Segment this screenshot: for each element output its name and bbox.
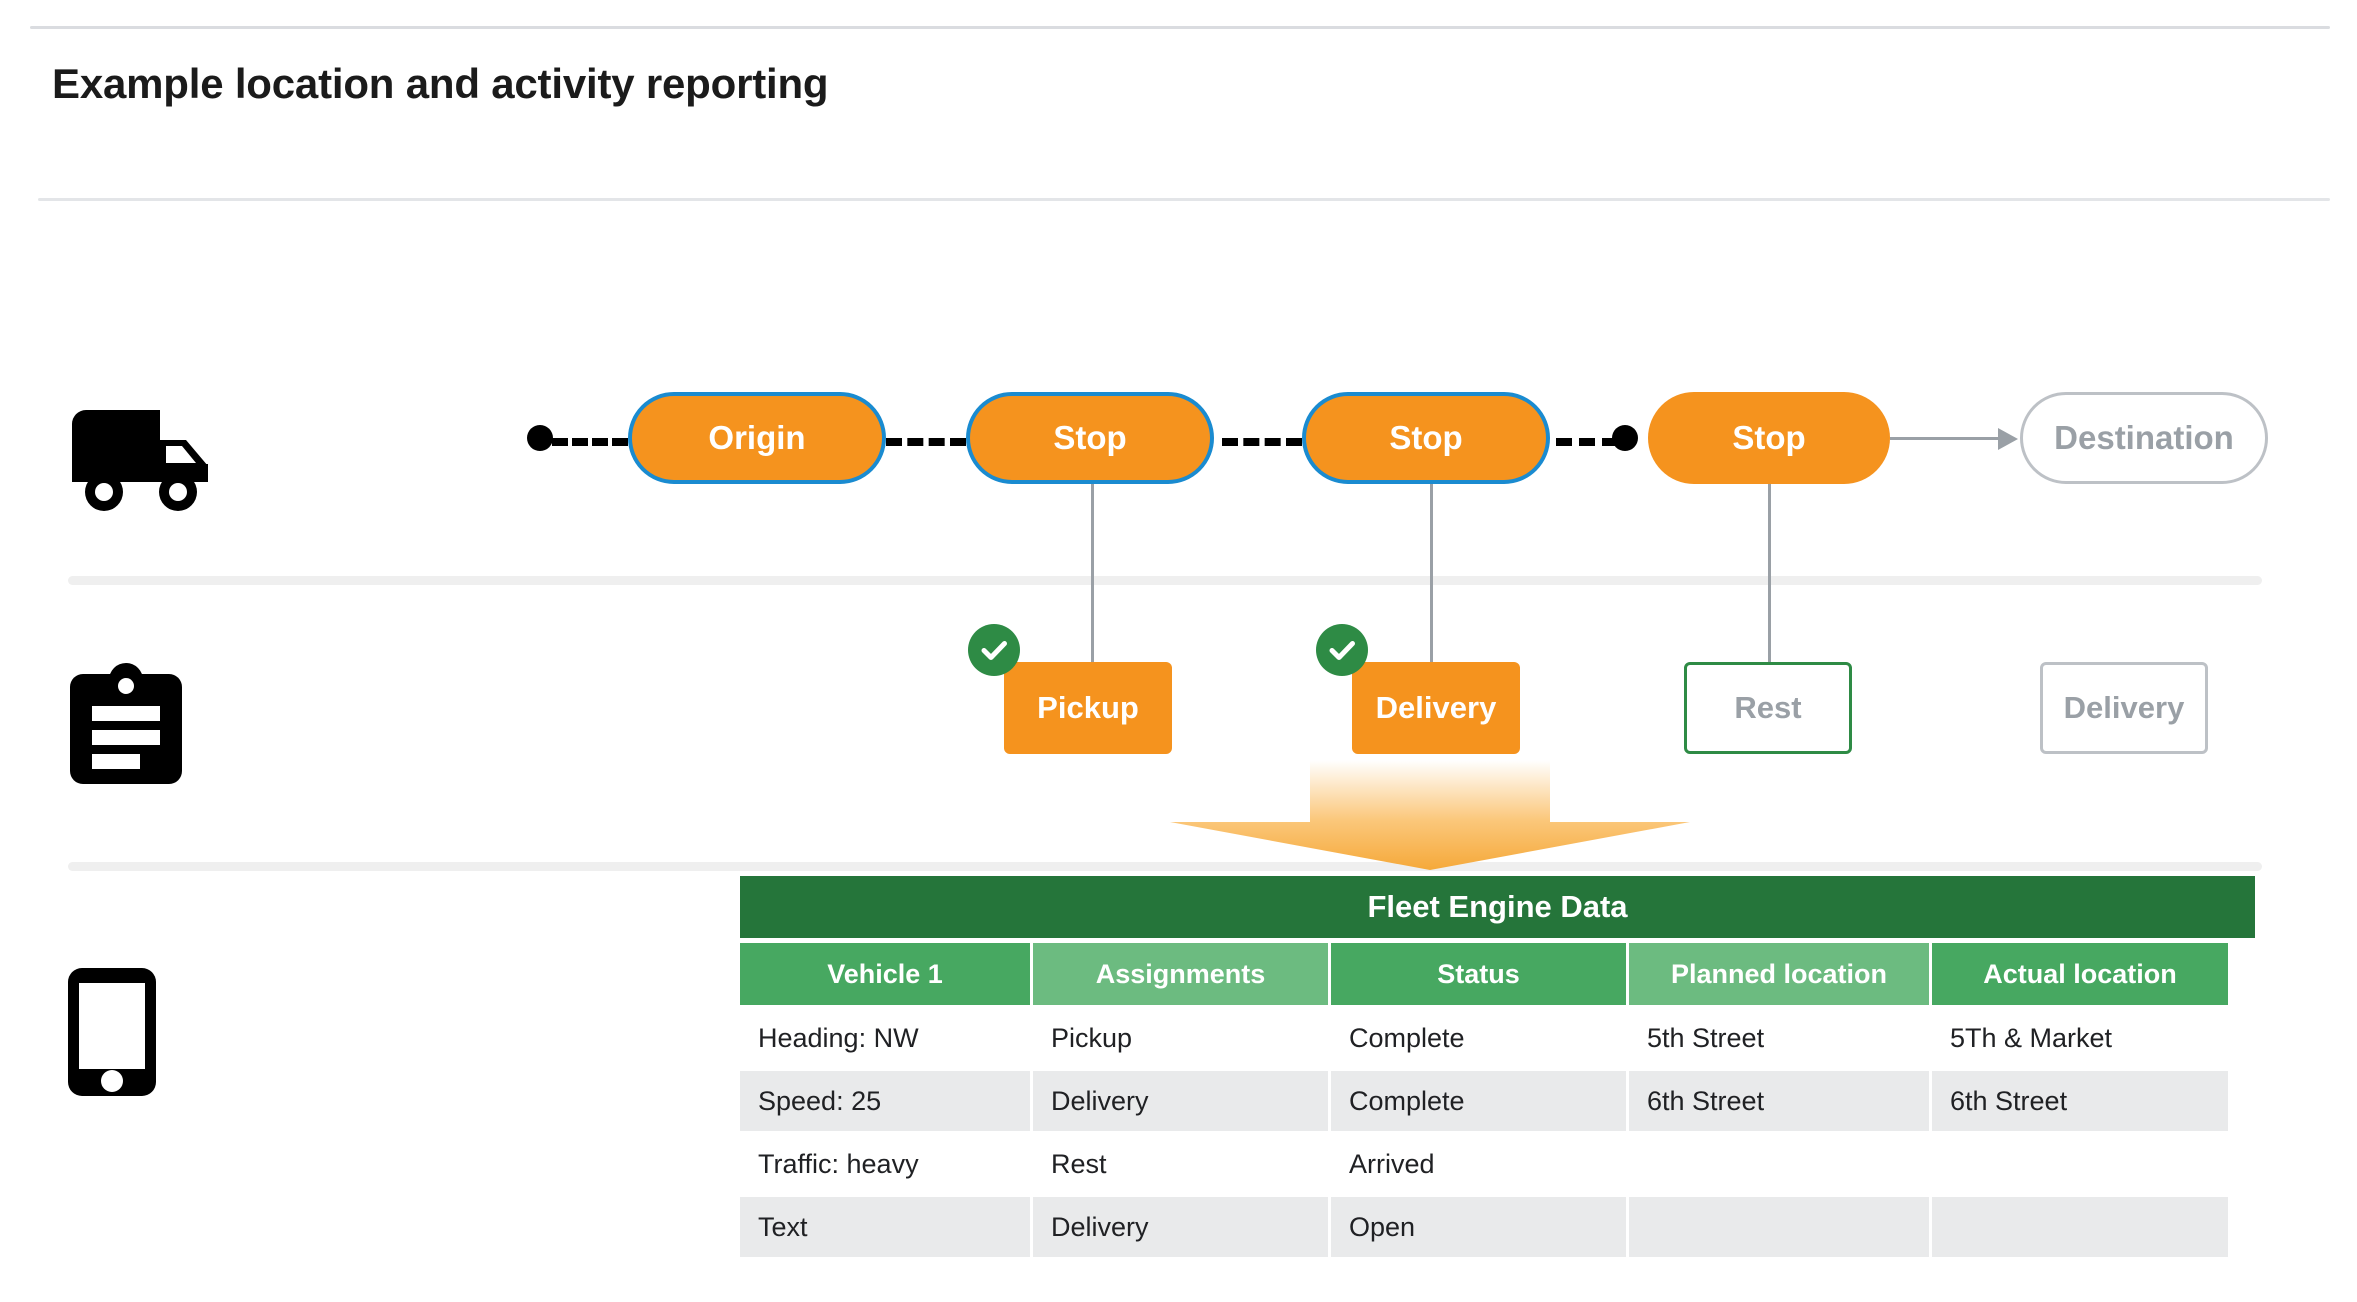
- table-row[interactable]: Speed: 25 Delivery Complete 6th Street 6…: [740, 1071, 2255, 1131]
- cell-actual-location: 6th Street: [1932, 1071, 2228, 1131]
- table-row[interactable]: Traffic: heavy Rest Arrived: [740, 1134, 2255, 1194]
- route-node-stop-3[interactable]: Stop: [1648, 392, 1890, 484]
- route-node-label: Stop: [1053, 419, 1127, 456]
- truck-icon: [68, 404, 218, 519]
- route-dash-1: [886, 438, 966, 446]
- route-dash-0: [552, 438, 628, 446]
- route-node-label: Destination: [2054, 419, 2234, 456]
- phone-icon: [68, 968, 156, 1101]
- destination-arrow-line: [1890, 437, 2000, 440]
- destination-arrow-head: [1998, 428, 2018, 450]
- cell-assignment: Delivery: [1033, 1197, 1328, 1257]
- route-node-destination[interactable]: Destination: [2020, 392, 2268, 484]
- table-row[interactable]: Text Delivery Open: [740, 1197, 2255, 1257]
- activity-card-label: Delivery: [2063, 690, 2185, 725]
- route-mid-dot: [1612, 425, 1638, 451]
- cell-status: Open: [1331, 1197, 1626, 1257]
- activity-card-label: Pickup: [1037, 690, 1139, 725]
- cell-status: Complete: [1331, 1008, 1626, 1068]
- fleet-table-title: Fleet Engine Data: [740, 876, 2255, 938]
- page-title: Example location and activity reporting: [52, 60, 829, 107]
- stem-delivery: [1430, 484, 1433, 664]
- column-header-status[interactable]: Status: [1331, 943, 1626, 1005]
- column-header-vehicle[interactable]: Vehicle 1: [740, 943, 1030, 1005]
- route-dash-3: [1556, 438, 1618, 446]
- fleet-engine-table: Fleet Engine Data Vehicle 1 Assignments …: [740, 876, 2255, 1257]
- activity-card-rest[interactable]: Rest: [1684, 662, 1852, 754]
- cell-status: Complete: [1331, 1071, 1626, 1131]
- column-header-actual-location[interactable]: Actual location: [1932, 943, 2228, 1005]
- cell-assignment: Rest: [1033, 1134, 1328, 1194]
- lane-divider-2: [68, 862, 2262, 871]
- cell-vehicle: Heading: NW: [740, 1008, 1030, 1068]
- cell-vehicle: Text: [740, 1197, 1030, 1257]
- route-node-origin[interactable]: Origin: [628, 392, 886, 484]
- activity-card-label: Delivery: [1375, 690, 1497, 725]
- route-node-stop-1[interactable]: Stop: [966, 392, 1214, 484]
- stem-rest: [1768, 484, 1771, 664]
- cell-status: Arrived: [1331, 1134, 1626, 1194]
- cell-planned-location: 6th Street: [1629, 1071, 1929, 1131]
- cell-actual-location: 5Th & Market: [1932, 1008, 2228, 1068]
- route-start-dot: [527, 425, 553, 451]
- top-divider: [30, 26, 2330, 29]
- delivery-complete-check-icon: [1316, 624, 1368, 676]
- clipboard-icon: [70, 662, 182, 789]
- cell-assignment: Delivery: [1033, 1071, 1328, 1131]
- cell-actual-location: [1932, 1197, 2228, 1257]
- drilldown-arrow-icon: [1170, 760, 1690, 870]
- cell-planned-location: [1629, 1134, 1929, 1194]
- cell-vehicle: Speed: 25: [740, 1071, 1030, 1131]
- fleet-table-header-row: Vehicle 1 Assignments Status Planned loc…: [740, 943, 2255, 1005]
- route-node-label: Origin: [708, 419, 806, 456]
- cell-planned-location: 5th Street: [1629, 1008, 1929, 1068]
- route-node-label: Stop: [1389, 419, 1463, 456]
- cell-vehicle: Traffic: heavy: [740, 1134, 1030, 1194]
- column-header-planned-location[interactable]: Planned location: [1629, 943, 1929, 1005]
- pickup-complete-check-icon: [968, 624, 1020, 676]
- activity-card-pickup[interactable]: Pickup: [1004, 662, 1172, 754]
- activity-card-delivery-2[interactable]: Delivery: [2040, 662, 2208, 754]
- title-divider: [38, 198, 2330, 201]
- activity-card-label: Rest: [1734, 690, 1802, 725]
- route-node-stop-2[interactable]: Stop: [1302, 392, 1550, 484]
- route-dash-2: [1222, 438, 1302, 446]
- route-node-label: Stop: [1732, 419, 1806, 456]
- table-row[interactable]: Heading: NW Pickup Complete 5th Street 5…: [740, 1008, 2255, 1068]
- activity-card-delivery-1[interactable]: Delivery: [1352, 662, 1520, 754]
- cell-assignment: Pickup: [1033, 1008, 1328, 1068]
- cell-actual-location: [1932, 1134, 2228, 1194]
- stem-pickup: [1091, 484, 1094, 664]
- column-header-assignments[interactable]: Assignments: [1033, 943, 1328, 1005]
- lane-divider-1: [68, 576, 2262, 585]
- cell-planned-location: [1629, 1197, 1929, 1257]
